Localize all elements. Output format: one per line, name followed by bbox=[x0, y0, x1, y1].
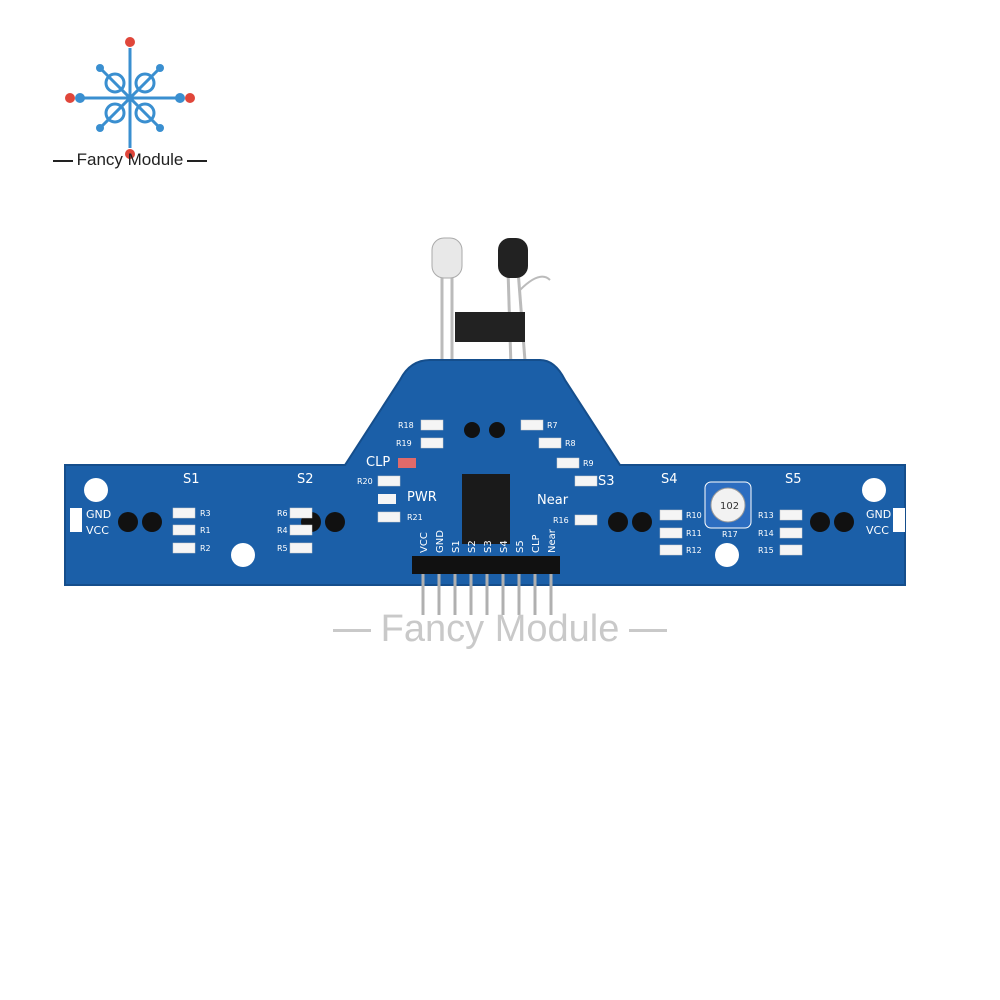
resistor-label: R6 bbox=[277, 509, 288, 518]
watermark-dash-right bbox=[629, 629, 668, 633]
ir-sensor bbox=[142, 512, 162, 532]
smd-resistor bbox=[172, 507, 196, 519]
label-pwr: PWR bbox=[407, 490, 437, 505]
ir-sensor bbox=[810, 512, 830, 532]
resistor-label: R7 bbox=[547, 421, 558, 430]
smd-resistor bbox=[289, 542, 313, 554]
ir-sensor bbox=[464, 422, 480, 438]
pin-label: S5 bbox=[515, 540, 526, 553]
label-s4: S4 bbox=[661, 472, 678, 487]
smd-resistor bbox=[172, 542, 196, 554]
ir-sensor bbox=[834, 512, 854, 532]
pin-label: S2 bbox=[467, 540, 478, 553]
mount-hole bbox=[862, 478, 886, 502]
label-clp: CLP bbox=[366, 455, 390, 470]
brand-name: Fancy Module bbox=[76, 150, 184, 169]
resistor-label: R15 bbox=[758, 546, 774, 555]
pin-label: S1 bbox=[451, 540, 462, 553]
pcb bbox=[64, 359, 906, 586]
pin-label: CLP bbox=[531, 534, 542, 553]
smd-resistor bbox=[420, 419, 444, 431]
ir-sensor bbox=[325, 512, 345, 532]
smd-resistor bbox=[779, 544, 803, 556]
label-vcc-right: VCC bbox=[866, 524, 889, 537]
pad-left bbox=[70, 508, 82, 532]
smd-resistor bbox=[574, 475, 598, 487]
switch-block bbox=[455, 312, 525, 342]
pin-label: Near bbox=[547, 528, 558, 553]
resistor-label: R8 bbox=[565, 439, 576, 448]
clp-led bbox=[398, 458, 416, 468]
smd-resistor bbox=[556, 457, 580, 469]
resistor-label: R3 bbox=[200, 509, 211, 518]
label-near: Near bbox=[537, 493, 569, 508]
smd-resistor bbox=[172, 524, 196, 536]
label-s2: S2 bbox=[297, 472, 314, 487]
smd-resistor bbox=[659, 544, 683, 556]
ir-sensor bbox=[489, 422, 505, 438]
resistor-label: R2 bbox=[200, 544, 211, 553]
smd-resistor bbox=[289, 507, 313, 519]
ir-sensor bbox=[632, 512, 652, 532]
dash-left bbox=[52, 159, 73, 162]
watermark-text: Fancy Module bbox=[380, 608, 620, 650]
label-gnd-right: GND bbox=[866, 508, 891, 521]
smd-resistor bbox=[520, 419, 544, 431]
pin-label: S3 bbox=[483, 540, 494, 553]
pin-label: S4 bbox=[499, 540, 510, 553]
brand-caption: Fancy Module bbox=[30, 150, 230, 170]
mount-hole bbox=[84, 478, 108, 502]
smd-resistor bbox=[420, 437, 444, 449]
watermark: Fancy Module bbox=[310, 608, 690, 651]
dash-right bbox=[187, 159, 208, 162]
resistor-label: R5 bbox=[277, 544, 288, 553]
resistor-label: R12 bbox=[686, 546, 702, 555]
resistor-label: R20 bbox=[357, 477, 373, 486]
resistor-label: R1 bbox=[200, 526, 211, 535]
resistor-label: R10 bbox=[686, 511, 702, 520]
resistor-label: R21 bbox=[407, 513, 423, 522]
smd-resistor bbox=[574, 514, 598, 526]
smd-resistor bbox=[289, 524, 313, 536]
ir-sensor bbox=[118, 512, 138, 532]
resistor-label: R19 bbox=[396, 439, 412, 448]
pot-value: 102 bbox=[720, 501, 739, 512]
fancy-module-logo bbox=[65, 37, 195, 159]
resistor-label: R13 bbox=[758, 511, 774, 520]
smd-resistor bbox=[538, 437, 562, 449]
mount-hole bbox=[715, 543, 739, 567]
label-s1: S1 bbox=[183, 472, 200, 487]
resistor-label: R18 bbox=[398, 421, 414, 430]
label-s5: S5 bbox=[785, 472, 802, 487]
pad-right bbox=[893, 508, 905, 532]
resistor-label: R16 bbox=[553, 516, 569, 525]
smd-resistor bbox=[377, 511, 401, 523]
smd-resistor bbox=[377, 475, 401, 487]
resistor-label: R9 bbox=[583, 459, 594, 468]
pwr-led bbox=[378, 494, 396, 504]
smd-resistor bbox=[779, 509, 803, 521]
smd-resistor bbox=[659, 527, 683, 539]
resistor-label: R14 bbox=[758, 529, 774, 538]
resistor-label: R11 bbox=[686, 529, 702, 538]
smd-resistor bbox=[779, 527, 803, 539]
resistor-label: R17 bbox=[722, 530, 738, 539]
label-vcc-left: VCC bbox=[86, 524, 109, 537]
ic-chip bbox=[462, 474, 510, 544]
watermark-dash-left bbox=[332, 629, 371, 633]
label-s3: S3 bbox=[598, 474, 615, 489]
potentiometer[interactable]: 102 bbox=[704, 481, 752, 529]
pin-label: VCC bbox=[419, 532, 430, 553]
resistor-label: R4 bbox=[277, 526, 288, 535]
ir-sensor bbox=[608, 512, 628, 532]
smd-resistor bbox=[659, 509, 683, 521]
label-gnd-left: GND bbox=[86, 508, 111, 521]
pin-label: GND bbox=[435, 530, 446, 553]
pin-header bbox=[412, 556, 560, 574]
mount-hole bbox=[231, 543, 255, 567]
